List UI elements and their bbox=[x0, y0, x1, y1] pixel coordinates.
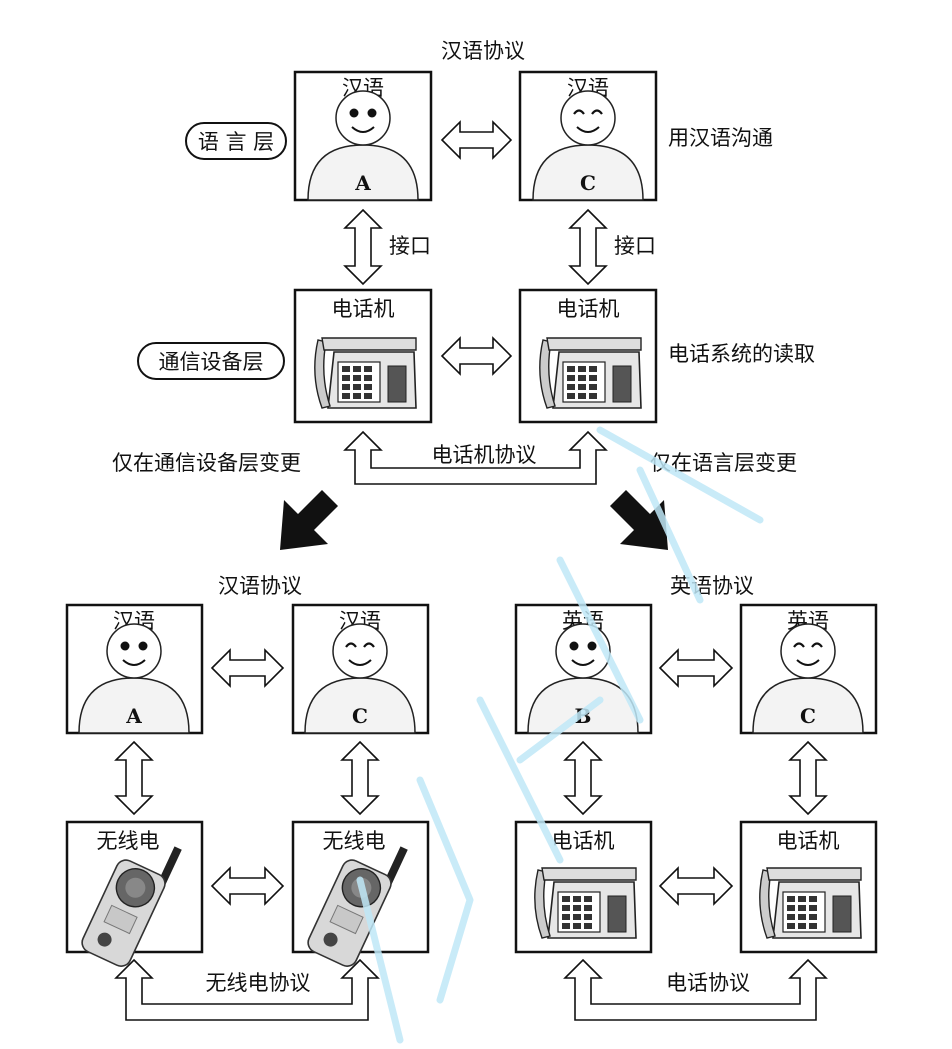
interface-label-right: 接口 bbox=[614, 234, 656, 258]
top-device-protocol-arrow bbox=[343, 430, 608, 485]
br-right-device-label: 电话机 bbox=[777, 829, 840, 853]
top-language-note: 用汉语沟通 bbox=[668, 126, 773, 150]
top-left-phone-box: 电话机 bbox=[293, 288, 433, 424]
change-device-layer-label: 仅在通信设备层变更 bbox=[112, 451, 301, 475]
bottom-left-radio-box-a: 无线电 bbox=[65, 820, 204, 971]
bottom-right-person-c-box: 英语 C bbox=[739, 603, 878, 735]
br-person-c-letter: C bbox=[800, 704, 816, 728]
bl-right-device-label: 无线电 bbox=[323, 829, 386, 853]
top-right-phone-box: 电话机 bbox=[518, 288, 658, 424]
top-protocol-label: 汉语协议 bbox=[441, 39, 525, 63]
bottom-right-protocol-label: 英语协议 bbox=[670, 574, 754, 598]
br-device-protocol-label: 电话协议 bbox=[666, 971, 750, 995]
bottom-left-person-c-box: 汉语 C bbox=[291, 603, 430, 735]
br-device-peer-arrow bbox=[658, 866, 734, 906]
bl-interface-arrow-left bbox=[114, 740, 154, 816]
bl-device-protocol-arrow bbox=[114, 958, 380, 1021]
top-person-c-letter: C bbox=[580, 171, 596, 195]
watermark bbox=[356, 426, 764, 1044]
bl-language-peer-arrow bbox=[210, 648, 285, 688]
device-layer-tag: 通信设备层 bbox=[137, 342, 285, 380]
br-left-device-label: 电话机 bbox=[552, 829, 615, 853]
language-layer-tag: 语 言 层 bbox=[185, 122, 287, 160]
br-language-peer-arrow bbox=[658, 648, 734, 688]
interface-label-left: 接口 bbox=[389, 234, 431, 258]
bl-person-a-letter: A bbox=[125, 704, 142, 728]
bottom-right-phone-box-b: 电话机 bbox=[514, 820, 653, 954]
bottom-right-phone-box-c: 电话机 bbox=[739, 820, 878, 954]
top-person-a-box: 汉语 A bbox=[293, 70, 433, 202]
bl-person-c-letter: C bbox=[352, 704, 368, 728]
top-person-a-letter: A bbox=[354, 171, 371, 195]
bl-device-protocol-label: 无线电协议 bbox=[206, 971, 311, 995]
arrow-down-left-icon bbox=[280, 490, 338, 550]
language-layer-label: 语 言 层 bbox=[198, 130, 274, 154]
br-device-protocol-arrow bbox=[563, 958, 828, 1021]
bottom-left-protocol-label: 汉语协议 bbox=[218, 574, 302, 598]
top-left-device-label: 电话机 bbox=[332, 297, 395, 321]
top-device-protocol-label: 电话机协议 bbox=[432, 443, 537, 467]
bl-device-peer-arrow bbox=[210, 866, 285, 906]
br-interface-arrow-right bbox=[788, 740, 828, 816]
top-device-note: 电话系统的读取 bbox=[668, 342, 815, 366]
top-person-c-box: 汉语 C bbox=[518, 70, 658, 202]
top-right-device-label: 电话机 bbox=[557, 297, 620, 321]
device-peer-arrow bbox=[440, 336, 513, 376]
interface-arrow-left bbox=[343, 208, 383, 286]
arrow-down-right-icon bbox=[610, 490, 668, 550]
bl-interface-arrow-right bbox=[340, 740, 380, 816]
bottom-left-person-a-box: 汉语 A bbox=[65, 603, 204, 735]
interface-arrow-right bbox=[568, 208, 608, 286]
br-interface-arrow-left bbox=[563, 740, 603, 816]
device-layer-label: 通信设备层 bbox=[159, 350, 264, 374]
bl-left-device-label: 无线电 bbox=[97, 829, 160, 853]
language-peer-arrow bbox=[440, 120, 513, 160]
